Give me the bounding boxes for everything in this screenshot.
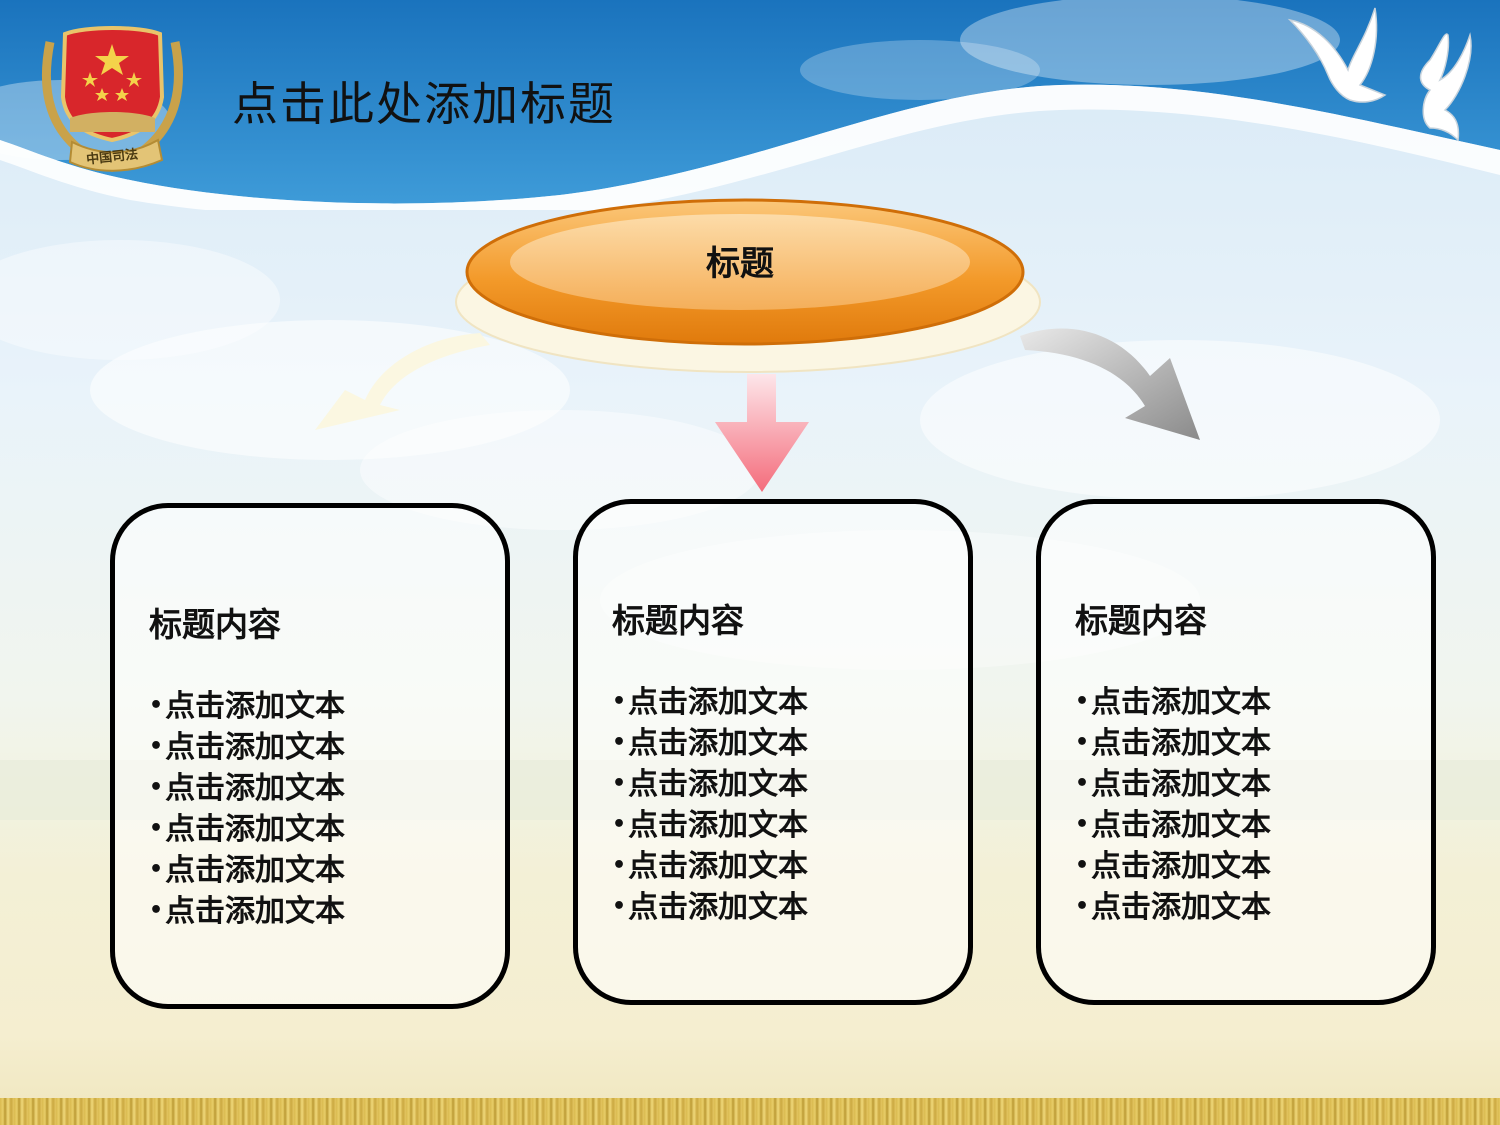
dove-icon: [1287, 7, 1472, 142]
list-item[interactable]: •点击添加文本: [1075, 808, 1272, 843]
content-card-3[interactable]: 标题内容 •点击添加文本 •点击添加文本 •点击添加文本 •点击添加文本 •点击…: [1036, 499, 1436, 1005]
arrow-right-curved-icon: [1020, 328, 1200, 440]
list-item[interactable]: •点击添加文本: [1075, 890, 1272, 925]
list-item[interactable]: •点击添加文本: [149, 689, 346, 724]
center-ellipse[interactable]: [450, 190, 1050, 380]
emblem-icon: [41, 26, 183, 172]
list-item[interactable]: •点击添加文本: [149, 812, 346, 847]
card-list: •点击添加文本 •点击添加文本 •点击添加文本 •点击添加文本 •点击添加文本 …: [612, 682, 808, 928]
card-title[interactable]: 标题内容: [149, 605, 281, 644]
card-title[interactable]: 标题内容: [1075, 601, 1207, 640]
card-list: •点击添加文本 •点击添加文本 •点击添加文本 •点击添加文本 •点击添加文本 …: [1075, 682, 1271, 928]
list-item[interactable]: •点击添加文本: [149, 771, 346, 806]
wheat-field-strip: [0, 1098, 1500, 1125]
card-title[interactable]: 标题内容: [612, 601, 744, 640]
list-item[interactable]: •点击添加文本: [612, 767, 809, 802]
list-item[interactable]: •点击添加文本: [612, 808, 809, 843]
arrow-down-icon: [715, 374, 809, 492]
list-item[interactable]: •点击添加文本: [612, 890, 809, 925]
list-item[interactable]: •点击添加文本: [1075, 849, 1272, 884]
page-title[interactable]: 点击此处添加标题: [232, 77, 616, 131]
list-item[interactable]: •点击添加文本: [149, 894, 346, 929]
arrow-left-curved-icon: [315, 333, 490, 430]
content-card-2[interactable]: 标题内容 •点击添加文本 •点击添加文本 •点击添加文本 •点击添加文本 •点击…: [573, 499, 973, 1005]
list-item[interactable]: •点击添加文本: [1075, 767, 1272, 802]
list-item[interactable]: •点击添加文本: [612, 849, 809, 884]
center-title[interactable]: 标题: [706, 244, 774, 284]
list-item[interactable]: •点击添加文本: [1075, 726, 1272, 761]
list-item[interactable]: •点击添加文本: [612, 685, 809, 720]
content-card-1[interactable]: 标题内容 •点击添加文本 •点击添加文本 •点击添加文本 •点击添加文本 •点击…: [110, 503, 510, 1009]
card-list: •点击添加文本 •点击添加文本 •点击添加文本 •点击添加文本 •点击添加文本 …: [149, 686, 345, 932]
list-item[interactable]: •点击添加文本: [149, 853, 346, 888]
list-item[interactable]: •点击添加文本: [1075, 685, 1272, 720]
list-item[interactable]: •点击添加文本: [612, 726, 809, 761]
list-item[interactable]: •点击添加文本: [149, 730, 346, 765]
